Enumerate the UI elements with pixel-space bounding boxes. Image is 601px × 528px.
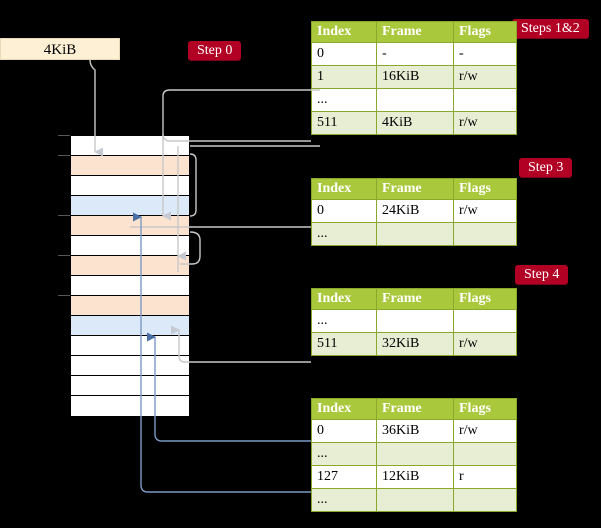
column-header-frame: Frame — [376, 21, 454, 43]
memory-cell-11 — [71, 356, 189, 376]
memory-cell-3 — [71, 196, 189, 216]
wire-table2-to-memory — [171, 325, 311, 363]
cell-frame — [376, 88, 454, 112]
cell-flags: r — [453, 465, 517, 489]
cell-index: 0 — [311, 419, 377, 443]
cell-index: 0 — [311, 42, 377, 66]
cell-frame: 4KiB — [376, 111, 454, 135]
column-header-index: Index — [311, 21, 377, 43]
memory-cell-9 — [71, 316, 189, 336]
physical-memory-column — [70, 135, 190, 416]
cell-index: 511 — [311, 111, 377, 135]
memory-tick-0 — [58, 135, 70, 136]
cell-frame: 24KiB — [376, 199, 454, 223]
badge-step-4: Step 4 — [515, 265, 569, 284]
cell-frame: - — [376, 42, 454, 66]
memory-cell-10 — [71, 336, 189, 356]
cell-flags: - — [453, 42, 517, 66]
badge-steps-1-and-2: Steps 1&2 — [512, 19, 589, 38]
column-header-index: Index — [311, 288, 377, 310]
memory-tick-6 — [58, 255, 70, 256]
column-header-frame: Frame — [376, 398, 454, 420]
memory-tick-8 — [58, 295, 70, 296]
memory-cell-4 — [71, 216, 189, 236]
cell-flags: r/w — [453, 65, 517, 89]
column-header-frame: Frame — [376, 288, 454, 310]
memory-cell-7 — [71, 276, 189, 296]
column-header-flags: Flags — [453, 288, 517, 310]
column-header-index: Index — [311, 398, 377, 420]
cell-flags — [453, 222, 517, 246]
cell-index: ... — [311, 222, 377, 246]
cell-flags — [453, 488, 517, 512]
memory-cell-13 — [71, 396, 189, 416]
table-row: ... — [311, 88, 517, 112]
memory-cell-2 — [71, 176, 189, 196]
cell-frame: 12KiB — [376, 465, 454, 489]
table-row: ... — [311, 442, 517, 466]
cell-flags: r/w — [453, 111, 517, 135]
cell-frame — [376, 222, 454, 246]
cell-index: ... — [311, 309, 377, 333]
cell-frame: 16KiB — [376, 65, 454, 89]
table-row: ... — [311, 488, 517, 512]
cell-flags — [453, 442, 517, 466]
wire-mem-loop-upper — [189, 153, 197, 217]
cell-frame — [376, 442, 454, 466]
cell-frame — [376, 488, 454, 512]
memory-cell-6 — [71, 256, 189, 276]
cell-index: ... — [311, 88, 377, 112]
cell-frame — [376, 309, 454, 333]
cell-frame: 36KiB — [376, 419, 454, 443]
cell-index: 127 — [311, 465, 377, 489]
memory-tick-1 — [58, 155, 70, 156]
memory-cell-8 — [71, 296, 189, 316]
badge-step-0: Step 0 — [188, 41, 242, 60]
wire-table0-top-leg — [162, 89, 320, 142]
cell-flags: r/w — [453, 332, 517, 356]
memory-cell-0 — [71, 136, 189, 156]
cell-index: 0 — [311, 199, 377, 223]
cell-frame: 32KiB — [376, 332, 454, 356]
column-header-flags: Flags — [453, 178, 517, 200]
memory-cell-1 — [71, 156, 189, 176]
cell-flags: r/w — [453, 419, 517, 443]
table-row: 0-- — [311, 42, 517, 66]
table-row: ... — [311, 222, 517, 246]
column-header-index: Index — [311, 178, 377, 200]
memory-cell-12 — [71, 376, 189, 396]
source-address-box: 4KiB — [0, 38, 120, 60]
column-header-flags: Flags — [453, 21, 517, 43]
column-header-frame: Frame — [376, 178, 454, 200]
cell-index: 511 — [311, 332, 377, 356]
cell-index: ... — [311, 488, 377, 512]
cell-index: ... — [311, 442, 377, 466]
cell-flags — [453, 309, 517, 333]
memory-tick-4 — [58, 215, 70, 216]
memory-cell-5 — [71, 236, 189, 256]
cell-flags — [453, 88, 517, 112]
badge-step-3: Step 3 — [519, 158, 573, 177]
column-header-flags: Flags — [453, 398, 517, 420]
cell-index: 1 — [311, 65, 377, 89]
table-row: ... — [311, 309, 517, 333]
cell-flags: r/w — [453, 199, 517, 223]
